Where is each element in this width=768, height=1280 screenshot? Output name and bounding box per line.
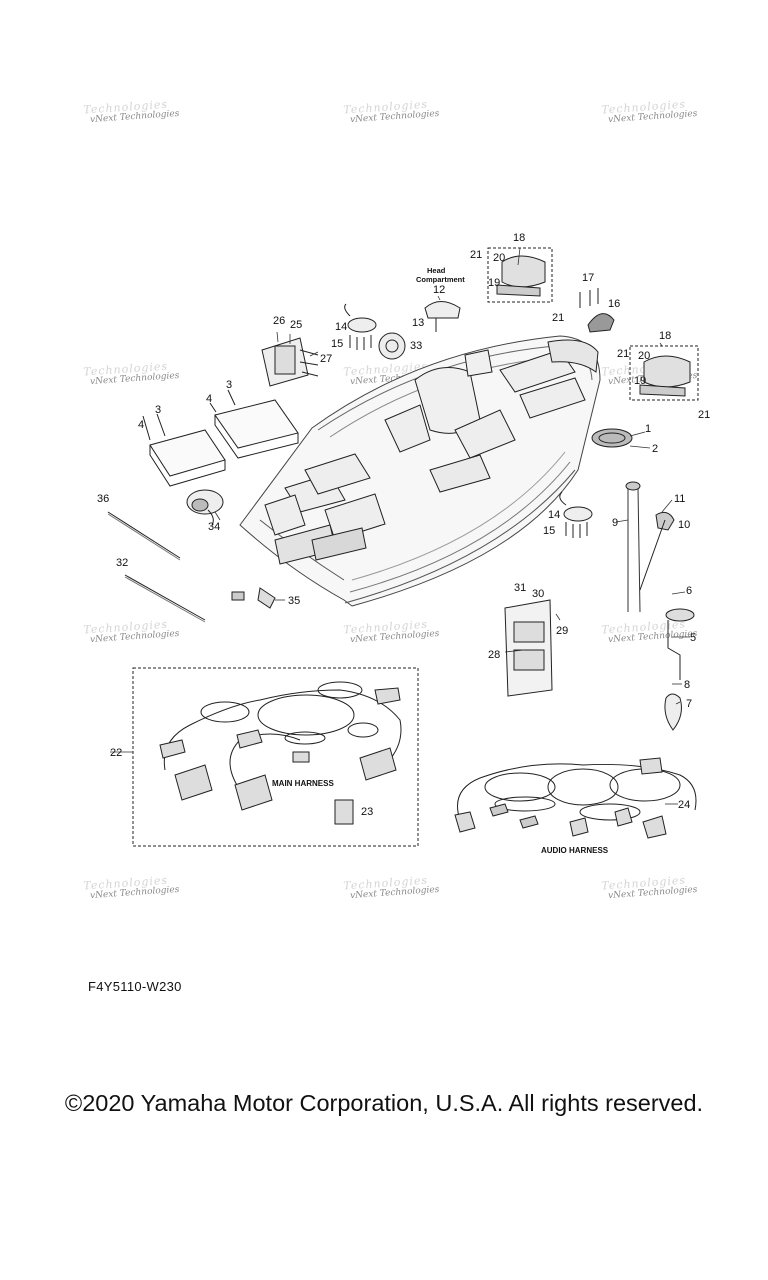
light-assembly-lower	[559, 491, 593, 538]
callout-34: 34	[208, 521, 220, 533]
drain-tube-assembly	[625, 481, 675, 613]
callout-7: 7	[686, 698, 692, 710]
speaker-33	[378, 332, 406, 360]
callout-27: 27	[320, 353, 332, 365]
copyright-notice: ©2020 Yamaha Motor Corporation, U.S.A. A…	[64, 1090, 704, 1116]
leader-lines	[110, 247, 690, 805]
cable-32	[124, 574, 206, 623]
callout-16: 16	[608, 298, 620, 310]
callout-20: 20	[638, 350, 650, 362]
audio-harness-label: AUDIO HARNESS	[541, 846, 609, 855]
diagram-code: F4Y5110-W230	[88, 979, 182, 994]
head-compartment-light	[424, 301, 461, 332]
screws-17	[579, 288, 599, 308]
speaker-group-lower	[629, 345, 699, 401]
callout-33: 33	[410, 340, 422, 352]
callout-12: 12	[433, 284, 445, 296]
control-module	[261, 337, 319, 387]
main-harness	[132, 667, 419, 847]
callout-10: 10	[678, 519, 690, 531]
callout-15: 15	[331, 338, 343, 350]
callout-19: 19	[634, 375, 646, 387]
callout-21: 21	[552, 312, 564, 324]
cover-16	[587, 313, 615, 333]
callout-18: 18	[513, 232, 525, 244]
callout-35: 35	[288, 595, 300, 607]
callout-29: 29	[556, 625, 568, 637]
callout-19: 19	[488, 277, 500, 289]
grille-1	[591, 428, 633, 448]
fuse-panel	[504, 599, 553, 697]
main-harness-label: MAIN HARNESS	[272, 779, 334, 788]
callout-24: 24	[678, 799, 690, 811]
callout-23: 23	[361, 806, 373, 818]
callout-2: 2	[652, 443, 658, 455]
head-compartment-label: Compartment	[416, 275, 465, 284]
speaker-group-upper	[487, 247, 553, 303]
callout-25: 25	[290, 319, 302, 331]
callout-8: 8	[684, 679, 690, 691]
callout-30: 30	[532, 588, 544, 600]
callout-21: 21	[617, 348, 629, 360]
callout-18: 18	[659, 330, 671, 342]
callout-1: 1	[645, 423, 651, 435]
callout-17: 17	[582, 272, 594, 284]
callout-9: 9	[612, 517, 618, 529]
callout-21: 21	[698, 409, 710, 421]
callout-11: 11	[674, 493, 685, 505]
callout-31: 31	[514, 582, 526, 594]
callout-36: 36	[97, 493, 109, 505]
callout-3: 3	[226, 379, 232, 391]
callout-28: 28	[488, 649, 500, 661]
head-compartment-label: Head	[427, 266, 446, 275]
cable-36	[107, 511, 181, 561]
callout-6: 6	[686, 585, 692, 597]
terminal-35	[231, 587, 276, 609]
callout-4: 4	[206, 393, 212, 405]
callout-3: 3	[155, 404, 161, 416]
callout-14: 14	[548, 509, 560, 521]
audio-harness	[454, 757, 697, 839]
power-outlet	[186, 489, 224, 526]
callout-20: 20	[493, 252, 505, 264]
callout-13: 13	[412, 317, 424, 329]
relay-23	[334, 799, 354, 825]
callout-14: 14	[335, 321, 347, 333]
callout-21: 21	[470, 249, 482, 261]
callout-22: 22	[110, 747, 122, 759]
callout-15: 15	[543, 525, 555, 537]
boat-hull	[239, 335, 601, 607]
callout-4: 4	[138, 419, 144, 431]
storage-trays	[142, 389, 299, 487]
light-assembly-upper	[344, 303, 377, 350]
callout-5: 5	[690, 632, 696, 644]
fuel-sender	[664, 608, 695, 731]
callout-26: 26	[273, 315, 285, 327]
callout-32: 32	[116, 557, 128, 569]
